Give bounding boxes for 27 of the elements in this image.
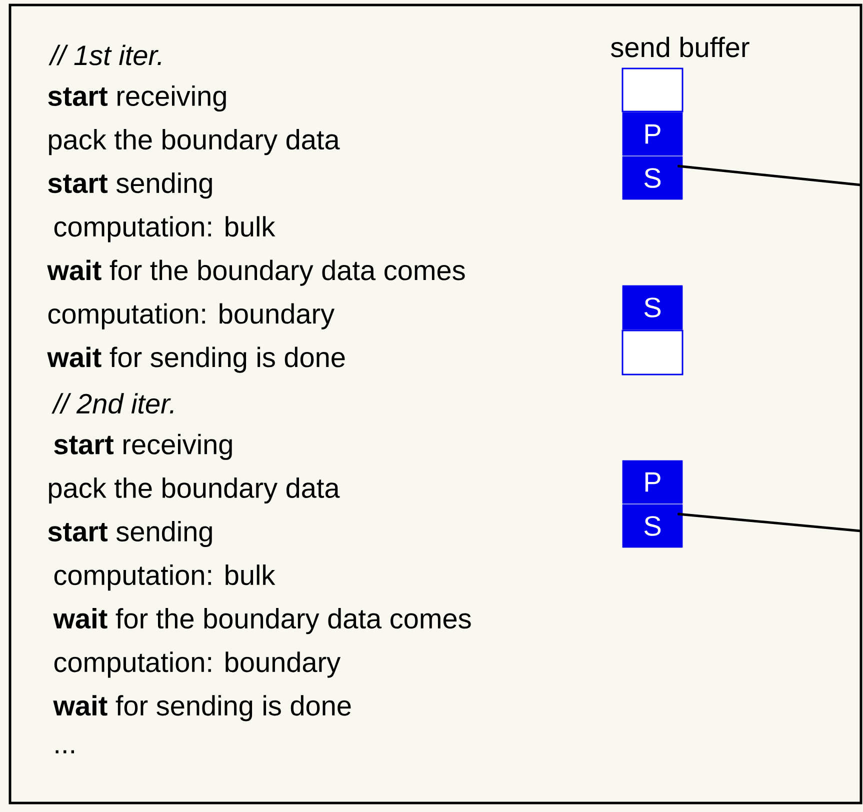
buffer-cell: S [622,285,683,330]
empty-buffer-cell [622,68,684,112]
code-line: ... [56,750,74,754]
code-line: wait for the boundary data comes [53,608,471,634]
buffer-cell: S [622,504,683,548]
code-line: start sending [48,172,212,199]
code-line: wait for the boundary data comes [47,260,465,286]
buffer-cell: P [622,460,683,504]
connector-line [678,512,862,532]
connector-line [678,164,862,186]
code-line: computation: bulk [54,564,276,591]
empty-buffer-cell [622,330,684,376]
code-line: pack the boundary data [49,477,340,504]
code-line: start sending [48,520,212,548]
code-line: computation: boundary [54,652,341,678]
code-line: wait for sending is done [53,695,351,722]
code-line: computation: bulk [54,216,276,242]
code-line: computation: boundary [48,303,335,330]
code-line: start receiving [48,85,226,112]
buffer-cell: P [622,112,683,156]
code-line: start receiving [54,434,232,460]
code-line: // 2nd iter. [52,393,174,414]
code-line: // 1st iter. [48,44,161,66]
code-line: pack the boundary data [49,129,340,156]
code-line: wait for sending is done [47,346,345,373]
buffer-cell: S [622,156,683,200]
caption: send buffer [611,36,750,58]
